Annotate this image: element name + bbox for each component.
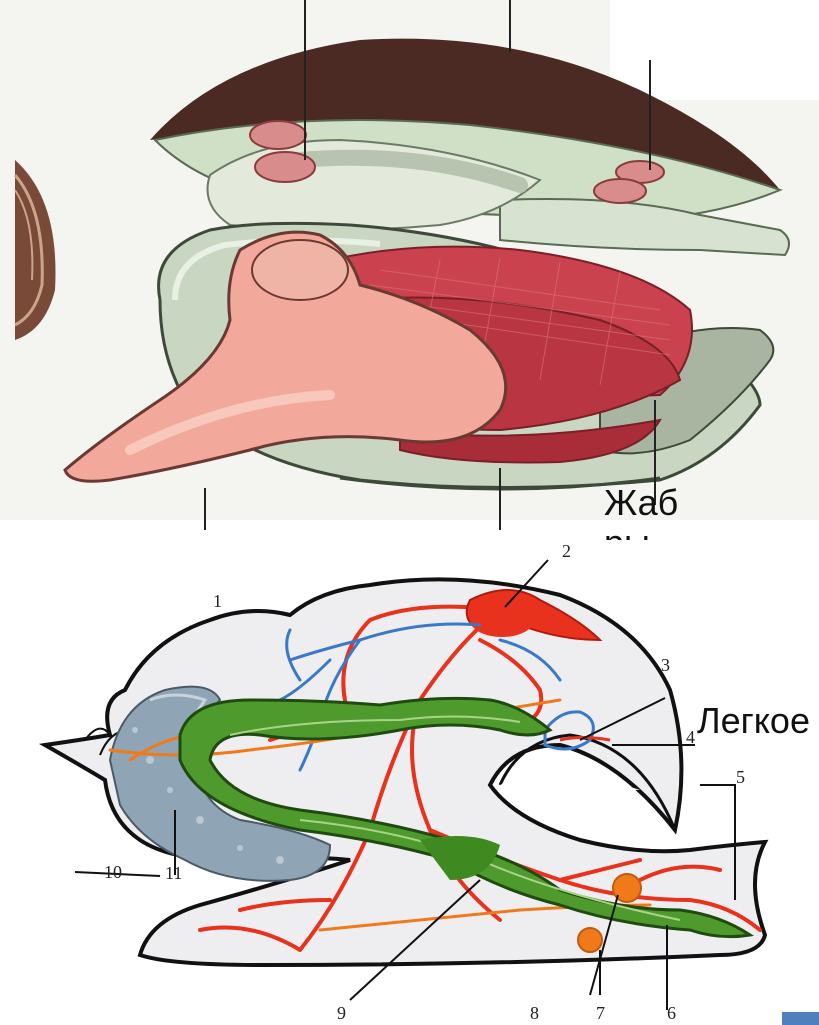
corner-tab <box>782 1012 819 1025</box>
number-11: 11 <box>165 863 182 884</box>
number-10: 10 <box>104 862 122 883</box>
snail-svg <box>0 540 819 1025</box>
number-6: 6 <box>667 1003 676 1024</box>
number-1: 1 <box>213 591 222 612</box>
number-2: 2 <box>562 541 571 562</box>
lung-label: Легкое <box>697 701 815 741</box>
snail-diagram <box>0 540 819 1025</box>
blank-strip <box>0 520 819 540</box>
posterior-adductor-lower <box>594 179 646 203</box>
blank-corner <box>610 0 819 100</box>
anterior-adductor-upper <box>250 121 306 149</box>
bivalve-illustration <box>0 0 819 540</box>
number-8: 8 <box>530 1003 539 1024</box>
number-5: 5 <box>736 767 745 788</box>
number-9: 9 <box>337 1003 346 1024</box>
mouth-lobe <box>252 240 348 300</box>
number-3: 3 <box>661 655 670 676</box>
orange-node-lower <box>578 928 602 952</box>
number-7: 7 <box>596 1003 605 1024</box>
number-4: 4 <box>686 727 695 748</box>
bivalve-svg <box>0 0 819 540</box>
